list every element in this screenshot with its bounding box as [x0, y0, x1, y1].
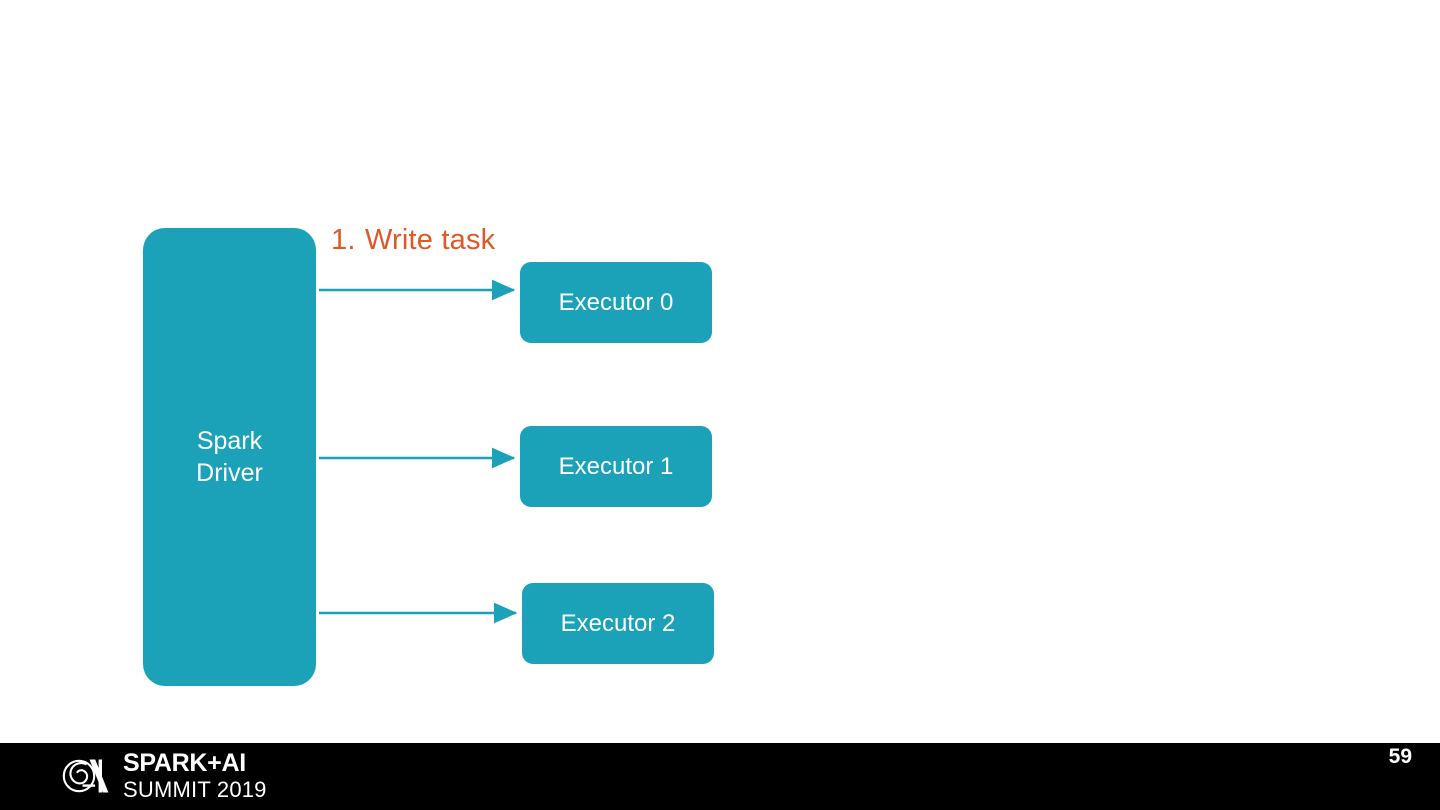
page-number: 59	[1388, 745, 1412, 768]
executor-0-node[interactable]: Executor 0	[520, 262, 712, 343]
conference-logo: SPARK+AI SUMMIT 2019	[62, 751, 267, 801]
logo-title-line: SPARK+AI	[123, 749, 246, 777]
step-number: 1.	[331, 224, 356, 256]
step-text: Write task	[365, 224, 496, 256]
executor-2-node[interactable]: Executor 2	[522, 583, 714, 664]
step-label: 1. Write task	[331, 224, 495, 257]
footer-bar	[0, 743, 1440, 810]
logo-subtitle-line: SUMMIT 2019	[123, 777, 267, 802]
spark-summit-spiral-logo-icon	[62, 759, 109, 793]
spark-driver-node[interactable]: Spark Driver	[143, 228, 316, 686]
architecture-diagram: Spark Driver Executor 0 Executor 1 Execu…	[143, 224, 714, 686]
logo-wordmark: SPARK+AI SUMMIT 2019	[123, 751, 267, 801]
executor-1-node[interactable]: Executor 1	[520, 426, 712, 507]
